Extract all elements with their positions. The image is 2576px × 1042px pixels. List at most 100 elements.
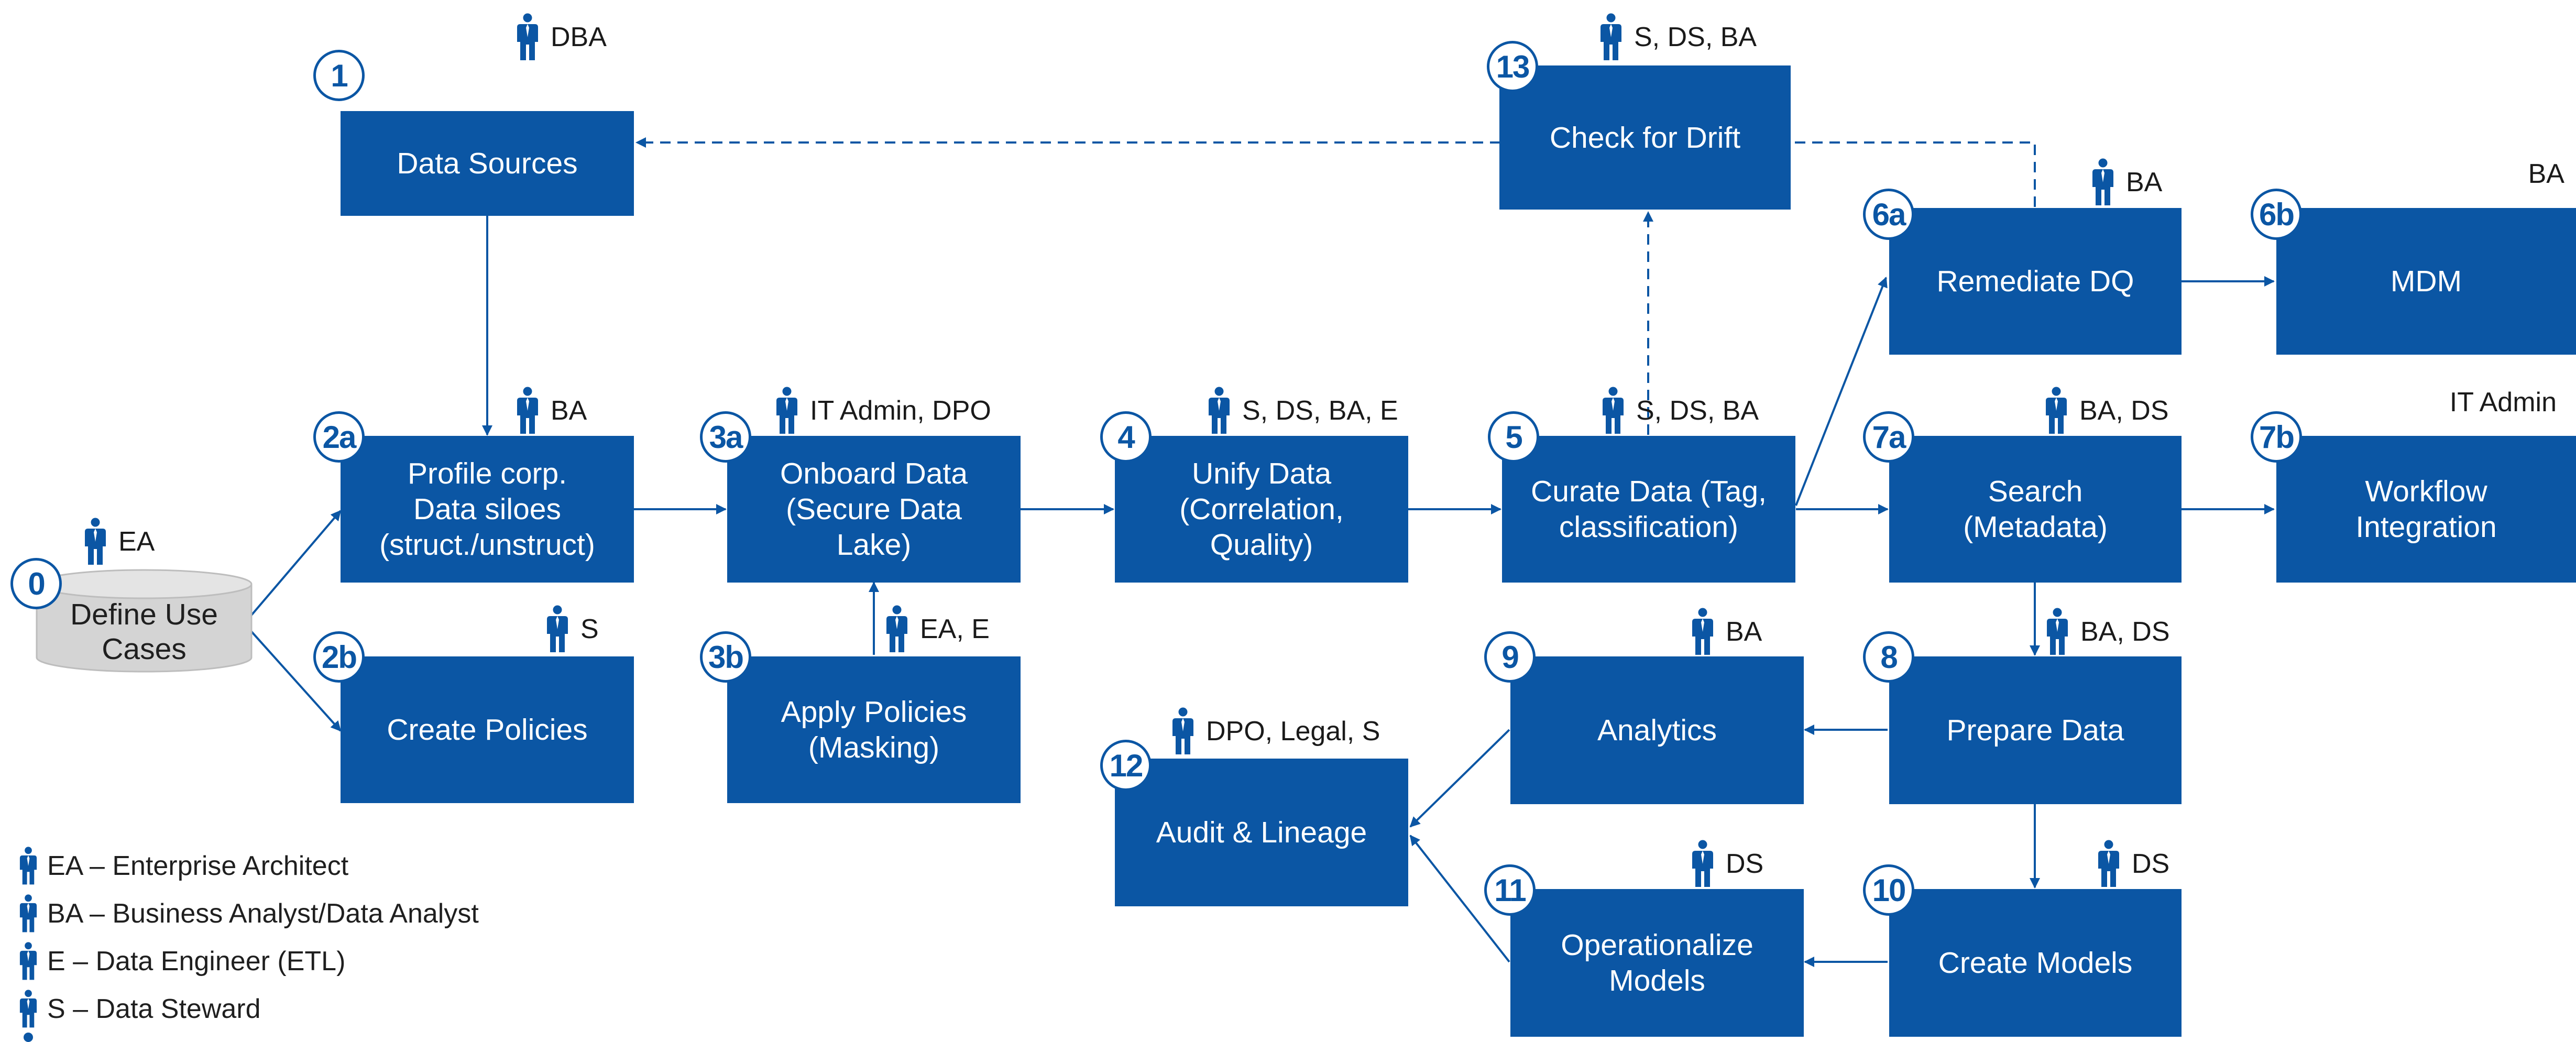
step-number-badge: 5 [1488, 411, 1539, 463]
roles-text: S, DS, BA [1634, 22, 1757, 52]
step-roles: DPO, Legal, S [1171, 707, 1380, 755]
roles-text: IT Admin, DPO [810, 396, 991, 426]
step-roles: BA [2091, 158, 2162, 206]
step-roles: IT Admin, DPO [775, 387, 991, 435]
step-box-6b: MDM [2276, 208, 2576, 355]
person-icon [19, 847, 38, 885]
step-roles: IT Admin [2450, 387, 2557, 418]
person-icon [1599, 13, 1623, 61]
step-number-badge: 9 [1484, 631, 1536, 683]
step-box-11: Operationalize Models [1510, 889, 1804, 1037]
step-box-7b: Workflow Integration [2276, 436, 2576, 583]
roles-text: EA, E [920, 614, 990, 644]
roles-text: BA, DS [2080, 617, 2170, 647]
person-icon [1602, 387, 1625, 435]
arrow-0-to-2a [248, 510, 342, 619]
step-number-badge: 6a [1863, 189, 1914, 240]
legend-item: E – Data Engineer (ETL) [19, 942, 345, 981]
person-icon [1171, 707, 1194, 755]
step-number-badge: 1 [313, 50, 365, 101]
step-number-badge: 8 [1863, 631, 1914, 683]
step-roles: S, DS, BA [1602, 387, 1759, 435]
roles-text: S [580, 614, 599, 644]
roles-text: DBA [551, 22, 607, 52]
step-number-badge: 7a [1863, 411, 1914, 463]
step-number-badge: 2a [313, 411, 365, 463]
step-number-badge: 10 [1863, 864, 1914, 916]
legend-item: S – Data Steward [19, 990, 261, 1028]
person-icon [546, 605, 569, 653]
person-icon [885, 605, 908, 653]
step-box-8: Prepare Data [1889, 656, 2182, 804]
step-box-5: Curate Data (Tag, classification) [1502, 436, 1795, 583]
arrow-0-to-2b [248, 628, 342, 732]
person-icon [516, 13, 539, 61]
legend-item: BA – Business Analyst/Data Analyst [19, 894, 479, 933]
step-roles: BA [516, 387, 587, 435]
step-box-2a: Profile corp. Data siloes (struct./unstr… [341, 436, 634, 583]
person-icon [516, 387, 539, 435]
legend-item-partial-icon [21, 1032, 36, 1042]
step-roles: DS [2097, 840, 2169, 888]
roles-text: BA [2528, 159, 2564, 189]
step-number-badge: 3b [700, 631, 751, 683]
step-number-badge: 3a [700, 411, 751, 463]
roles-text: DPO, Legal, S [1206, 716, 1380, 747]
roles-text: BA [2126, 167, 2163, 198]
person-icon [2097, 840, 2120, 888]
step-box-3a: Onboard Data (Secure Data Lake) [727, 436, 1021, 583]
step-number-badge: 4 [1100, 411, 1152, 463]
roles-text: S, DS, BA, E [1242, 396, 1398, 426]
step-box-6a: Remediate DQ [1889, 208, 2182, 355]
step-roles: DBA [516, 13, 607, 61]
legend-item: EA – Enterprise Architect [19, 847, 348, 885]
roles-text: BA [1726, 617, 1762, 647]
step-box-3b: Apply Policies (Masking) [727, 656, 1021, 803]
roles-text: BA [551, 396, 587, 426]
step-roles: BA, DS [2045, 387, 2169, 435]
step-roles: S, DS, BA [1599, 13, 1757, 61]
step-roles: DS [1691, 840, 1763, 888]
step-roles: BA, DS [2046, 608, 2170, 656]
step-number-badge: 7b [2251, 411, 2302, 463]
roles-text: S, DS, BA [1636, 396, 1759, 426]
person-icon [1691, 608, 1714, 656]
step-box-9: Analytics [1510, 656, 1804, 804]
step-roles: BA [1691, 608, 1762, 656]
roles-text: EA [118, 527, 155, 557]
person-icon [19, 942, 38, 981]
step-roles: EA, E [885, 605, 990, 653]
roles-text: IT Admin [2449, 387, 2557, 418]
arrow-11-to-12 [1409, 835, 1510, 963]
step-box-10: Create Models [1889, 889, 2182, 1037]
arrow-5-to-6a [1795, 277, 1888, 506]
start-label: Define Use Cases [70, 598, 218, 666]
start-roles: EA [84, 518, 155, 566]
step-number-badge: 2b [313, 631, 365, 683]
step-number-badge: 12 [1100, 740, 1152, 791]
roles-text: BA, DS [2079, 396, 2169, 426]
person-icon [84, 518, 107, 566]
step-box-2b: Create Policies [341, 656, 634, 803]
roles-text: DS [2132, 849, 2170, 879]
person-icon [2046, 608, 2069, 656]
step-box-13: Check for Drift [1499, 65, 1791, 210]
person-icon [2045, 387, 2068, 435]
person-icon [19, 894, 38, 933]
step-roles: S, DS, BA, E [1208, 387, 1398, 435]
step-number-badge: 11 [1484, 864, 1536, 916]
person-icon [1208, 387, 1231, 435]
step-box-7a: Search (Metadata) [1889, 436, 2182, 583]
person-icon [775, 387, 798, 435]
step-roles: S [546, 605, 599, 653]
step-box-4: Unify Data (Correlation, Quality) [1115, 436, 1408, 583]
dashed-link-6a-to-13 [1792, 141, 2036, 207]
start-number-badge: 0 [10, 558, 62, 609]
person-icon [19, 990, 38, 1028]
person-icon [2091, 158, 2114, 206]
step-number-badge: 13 [1487, 41, 1538, 92]
step-roles: BA [2528, 158, 2564, 190]
step-box-1: Data Sources [341, 111, 634, 216]
